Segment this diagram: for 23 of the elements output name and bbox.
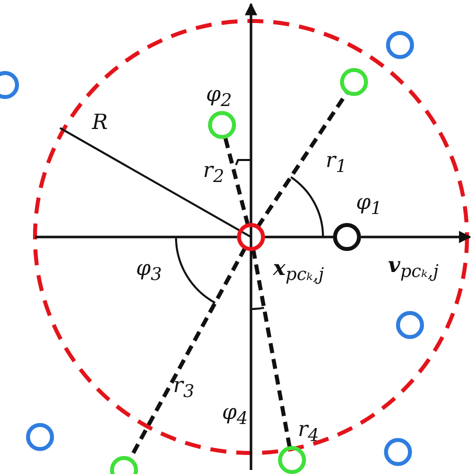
edge-label: r$_{3}$ [173, 375, 194, 402]
edge-label: r$_{1}$ [326, 150, 347, 176]
point-label: x$_{pcₖ,j}$ [273, 257, 324, 285]
dashed-line [223, 136, 250, 226]
circle-marker [384, 438, 412, 466]
circle-marker [26, 423, 54, 451]
dashed-line [251, 248, 292, 449]
connector-line [263, 236, 335, 238]
circle-marker [237, 223, 265, 251]
radius-label: R [92, 112, 108, 133]
angle-label: φ$_{4}$ [222, 402, 248, 429]
edge-label: r$_{4}$ [298, 418, 320, 446]
angle-label: φ$_{2}$ [206, 84, 232, 111]
circle-marker [208, 111, 236, 139]
angle-label: φ$_{1}$ [356, 192, 382, 219]
edge-label: r$_{2}$ [203, 160, 224, 186]
circle-marker [386, 31, 414, 59]
circle-marker [340, 68, 368, 96]
angle-label: φ$_{3}$ [136, 258, 162, 285]
circle-marker [278, 446, 306, 474]
circle-marker [333, 223, 361, 251]
circle-marker [396, 311, 424, 339]
vector-label: v$_{pcₖ,j}$ [388, 254, 439, 282]
